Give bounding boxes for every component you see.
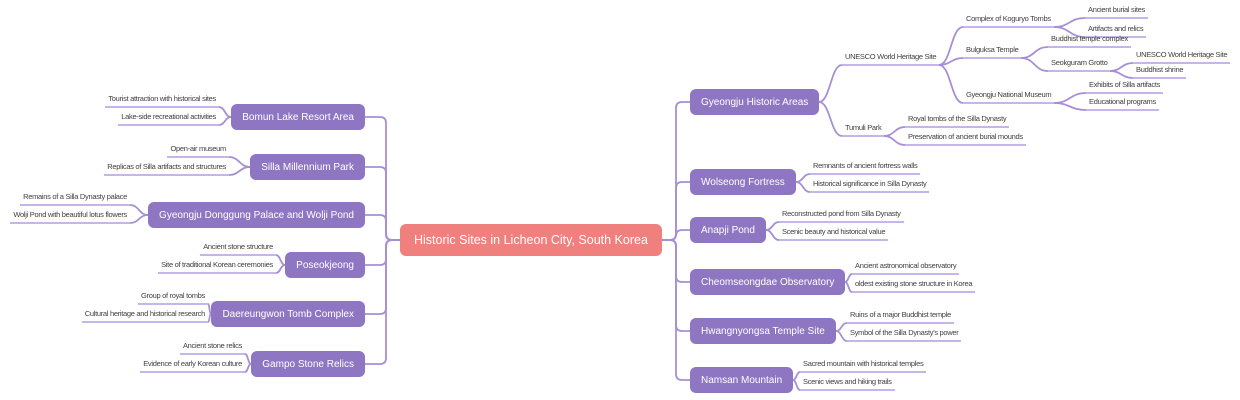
branch-node-namsan-mountain[interactable]: Namsan Mountain [690, 367, 794, 393]
leaf-oldest-stone-structure-korea[interactable]: oldest existing stone structure in Korea [852, 277, 976, 293]
leaf-scenic-views-hiking-trails[interactable]: Scenic views and hiking trails [800, 375, 895, 391]
subbranch-seokguram-grotto[interactable]: Seokguram Grotto [1048, 56, 1111, 72]
branch-node-anapji-pond[interactable]: Anapji Pond [690, 217, 766, 243]
leaf-wolji-pond-lotus[interactable]: Wolji Pond with beautiful lotus flowers [10, 208, 130, 224]
branch-node-daereungwon-tomb-complex[interactable]: Daereungwon Tomb Complex [211, 301, 365, 327]
leaf-unesco-world-heritage-site[interactable]: UNESCO World Heritage Site [1133, 48, 1231, 64]
leaf-replicas-silla-artifacts[interactable]: Replicas of Silla artifacts and structur… [104, 160, 229, 176]
leaf-scenic-beauty-historical-value[interactable]: Scenic beauty and historical value [779, 225, 889, 241]
leaf-ancient-astronomical-observatory[interactable]: Ancient astronomical observatory [852, 259, 960, 275]
branch-node-gyeongju-donggung-palace[interactable]: Gyeongju Donggung Palace and Wolji Pond [148, 202, 365, 228]
leaf-symbol-silla-power[interactable]: Symbol of the Silla Dynasty's power [847, 326, 962, 342]
branch-node-hwangnyongsa-temple-site[interactable]: Hwangnyongsa Temple Site [690, 318, 836, 344]
branch-node-gampo-stone-relics[interactable]: Gampo Stone Relics [251, 351, 365, 377]
leaf-preservation-burial-mounds[interactable]: Preservation of ancient burial mounds [905, 130, 1026, 146]
leaf-group-royal-tombs[interactable]: Group of royal tombs [137, 289, 208, 305]
leaf-remnants-fortress-walls[interactable]: Remnants of ancient fortress walls [810, 159, 921, 175]
leaf-buddhist-shrine[interactable]: Buddhist shrine [1133, 63, 1187, 79]
branch-node-bomun-lake-resort-area[interactable]: Bomun Lake Resort Area [231, 104, 365, 130]
leaf-buddhist-temple-complex[interactable]: Buddhist temple complex [1048, 32, 1131, 48]
branch-node-cheomseongdae-observatory[interactable]: Cheomseongdae Observatory [690, 269, 846, 295]
subbranch-tumuli-park[interactable]: Tumuli Park [842, 121, 885, 137]
central-topic-node[interactable]: Historic Sites in Licheon City, South Ko… [400, 224, 662, 256]
subbranch-unesco-world-heritage-site[interactable]: UNESCO World Heritage Site [842, 50, 940, 66]
subbranch-gyeongju-national-museum[interactable]: Gyeongju National Museum [963, 88, 1055, 104]
leaf-cultural-heritage-research[interactable]: Cultural heritage and historical researc… [81, 307, 208, 323]
leaf-royal-tombs-silla-dynasty[interactable]: Royal tombs of the Silla Dynasty [905, 112, 1010, 128]
leaf-ancient-stone-structure[interactable]: Ancient stone structure [200, 240, 276, 256]
subbranch-bulguksa-temple[interactable]: Bulguksa Temple [963, 43, 1022, 59]
leaf-korean-ceremonies-site[interactable]: Site of traditional Korean ceremonies [158, 258, 276, 274]
branch-node-silla-millennium-park[interactable]: Silla Millennium Park [250, 154, 365, 180]
branch-node-wolseong-fortress[interactable]: Wolseong Fortress [690, 169, 796, 195]
leaf-artifacts-and-relics[interactable]: Artifacts and relics [1085, 22, 1147, 38]
subbranch-complex-of-koguryo-tombs[interactable]: Complex of Koguryo Tombs [963, 12, 1054, 28]
leaf-educational-programs[interactable]: Educational programs [1086, 95, 1159, 111]
leaf-sacred-mountain-temples[interactable]: Sacred mountain with historical temples [800, 357, 927, 373]
branch-node-poseokjeong[interactable]: Poseokjeong [285, 252, 365, 278]
leaf-lakeside-activities[interactable]: Lake-side recreational activities [118, 110, 219, 126]
leaf-tourist-attraction[interactable]: Tourist attraction with historical sites [105, 92, 219, 108]
leaf-reconstructed-pond[interactable]: Reconstructed pond from Silla Dynasty [779, 207, 904, 223]
leaf-ancient-stone-relics[interactable]: Ancient stone relics [179, 339, 245, 355]
leaf-exhibits-silla-artifacts[interactable]: Exhibits of Silla artifacts [1086, 78, 1164, 94]
leaf-historical-significance-silla[interactable]: Historical significance in Silla Dynasty [810, 177, 930, 193]
leaf-remains-silla-palace[interactable]: Remains of a Silla Dynasty palace [20, 190, 130, 206]
leaf-open-air-museum[interactable]: Open-air museum [167, 142, 229, 158]
branch-node-gyeongju-historic-areas[interactable]: Gyeongju Historic Areas [690, 89, 820, 115]
leaf-ancient-burial-sites[interactable]: Ancient burial sites [1085, 3, 1148, 19]
leaf-early-korean-culture[interactable]: Evidence of early Korean culture [140, 357, 245, 373]
leaf-ruins-buddhist-temple[interactable]: Ruins of a major Buddhist temple [847, 308, 954, 324]
